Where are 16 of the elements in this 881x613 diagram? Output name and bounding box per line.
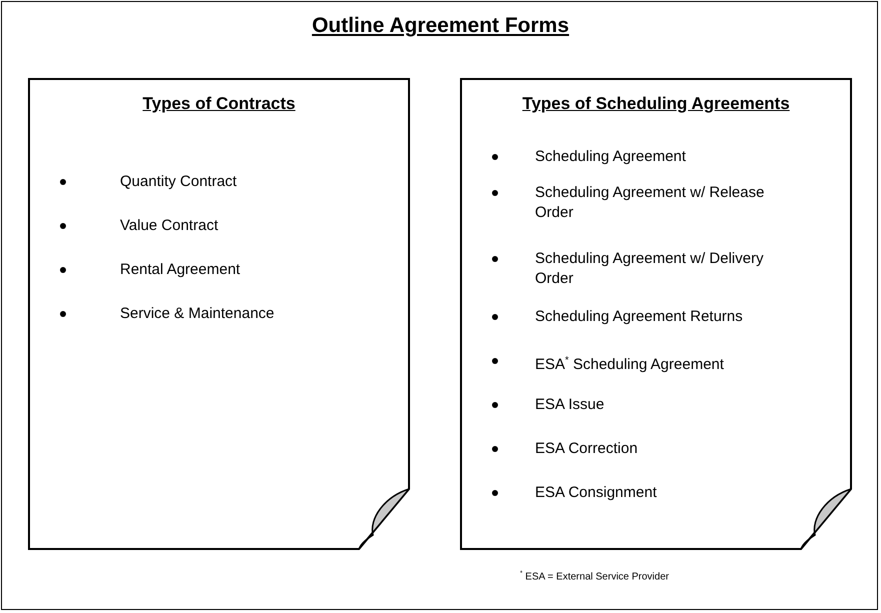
list-item: Scheduling Agreement — [535, 147, 687, 167]
panel-heading: Types of Contracts — [142, 94, 296, 114]
list-item: Service & Maintenance — [120, 304, 276, 324]
list-item: Scheduling Agreement Returns — [535, 307, 744, 327]
list-item: Scheduling Agreement w/ Delivery Order — [535, 249, 764, 289]
list-item: Quantity Contract — [120, 172, 238, 192]
list-item: ESA$^{*}$ Scheduling Agreement — [535, 354, 725, 375]
panel-heading: Types of Scheduling Agreements — [521, 94, 791, 114]
footnote: $^{*}$ ESA = External Service Provider — [520, 570, 669, 582]
list-item: Scheduling Agreement w/ Release Order — [535, 183, 766, 223]
list-item: ESA Issue — [535, 395, 606, 415]
list-item: ESA Consignment — [535, 483, 658, 503]
diagram-title: Outline Agreement Forms — [312, 14, 570, 37]
list-item: ESA Correction — [535, 439, 639, 459]
list-item: Value Contract — [120, 216, 220, 236]
list-item: Rental Agreement — [120, 260, 242, 280]
